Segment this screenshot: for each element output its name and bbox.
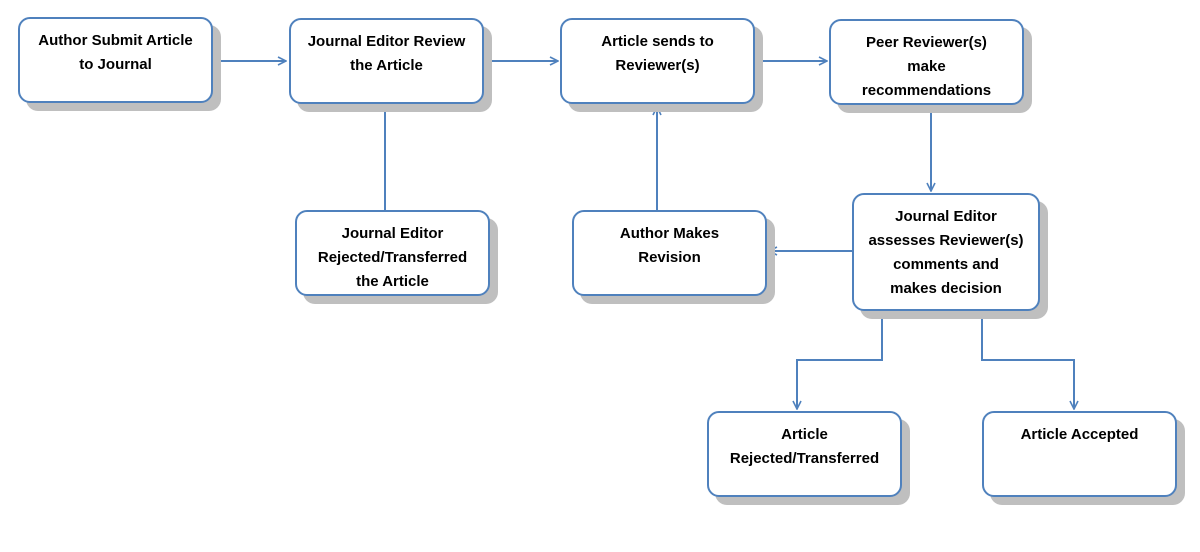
label-line: makes decision [890,280,1002,297]
label-line: Journal Editor Review [307,33,466,50]
label-line: Revision [638,249,701,266]
node-peer-reviewers-label: Peer Reviewer(s) make recommendations [862,31,991,103]
node-article-accepted-label: Article Accepted [1021,423,1139,447]
label-line: Rejected/Transferred [317,249,468,266]
label-line: to Journal [79,56,152,73]
node-journal-editor-review-label: Journal Editor Review the Article [308,30,466,78]
label-line: the Article [356,273,429,290]
label-line: the Article [350,57,423,74]
label-line: assesses Reviewer(s) [868,232,1024,249]
node-journal-editor-review: Journal Editor Review the Article [289,18,484,104]
node-article-sends-to-reviewers: Article sends to Reviewer(s) [560,18,755,104]
label-line: Author Makes [619,225,720,242]
label-line: Journal Editor [341,225,444,242]
label-line: Article Accepted [1020,426,1139,443]
label-line: Rejected/Transferred [729,450,880,467]
label-line: recommendations [861,82,992,99]
label-line: Article sends to [601,33,714,50]
label-line: Author Submit Article [38,32,193,49]
arrow-assesses-to-article-accepted [981,311,1074,409]
label-line: comments and [893,256,999,273]
node-author-submit-article-label: Author Submit Article to Journal [38,29,192,77]
label-line: Journal Editor [895,208,997,225]
node-article-accepted: Article Accepted [982,411,1177,497]
label-line: Peer Reviewer(s) [866,34,987,51]
label-line: make [907,58,946,75]
node-author-submit-article: Author Submit Article to Journal [18,17,213,103]
node-article-sends-to-reviewers-label: Article sends to Reviewer(s) [601,30,714,78]
arrow-assesses-to-article-rejected [797,311,883,409]
node-journal-editor-assesses: Journal Editor assesses Reviewer(s) commen… [852,193,1040,311]
node-peer-reviewers: Peer Reviewer(s) make recommendations [829,19,1024,105]
node-journal-editor-assesses-label: Journal Editor assesses Reviewer(s) commen… [868,205,1023,301]
label-line: Article [781,426,828,443]
label-line: Reviewer(s) [615,57,700,74]
